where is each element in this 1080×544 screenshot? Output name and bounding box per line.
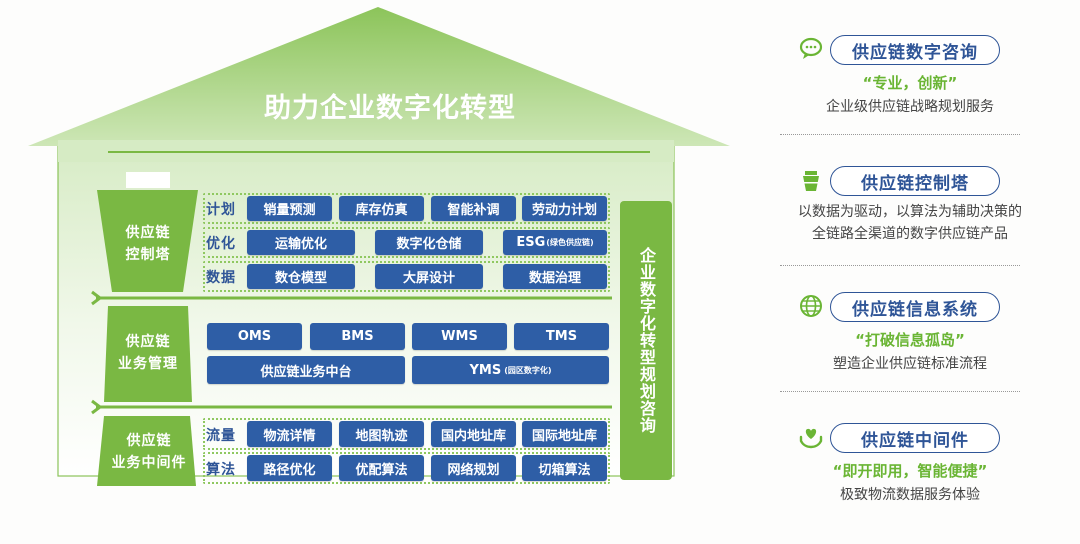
esg-sub: (绿色供应链) [546,238,594,247]
block-screen-design[interactable]: 大屏设计 [375,264,483,289]
block-yms[interactable]: YMS(园区数字化) [412,356,609,384]
tower-cap [126,172,170,188]
tier3-label-line2: 业务中间件 [111,455,187,471]
slogan-middleware: “即开即用，智能便捷” [832,462,988,480]
tier1-label-line1: 供应链 [125,225,171,241]
block-oms[interactable]: OMS [207,323,302,350]
slogan-info-system: “打破信息孤岛” [855,331,965,349]
chat-bubble-icon [799,37,823,59]
block-domestic-address[interactable]: 国内地址库 [431,421,516,447]
block-logistics-detail[interactable]: 物流详情 [247,421,332,447]
divider-arrow-2 [91,399,612,415]
desc-control-tower-1: 以数据为驱动，以算法为辅助决策的 [798,204,1022,220]
divider-arrow-1 [91,290,612,306]
separator [780,391,1020,392]
esg-main: ESG [516,235,546,250]
row-data-box [203,261,610,292]
row-label-algo: 算法 [206,462,236,478]
heart-hand-icon [799,428,823,449]
row-label-plan: 计划 [206,202,236,218]
pill-consulting[interactable]: 供应链数字咨询 [830,35,1000,65]
roof-title: 助力企业数字化转型 [264,93,516,124]
block-data-governance[interactable]: 数据治理 [503,264,607,289]
pill-info-system[interactable]: 供应链信息系统 [830,292,1000,322]
right-item-control-tower: 供应链控制塔 以数据为驱动，以算法为辅助决策的 全链路全渠道的数字供应链产品 [760,165,1060,280]
consulting-side-bar: 企业数字化转型规划咨询 [620,201,672,480]
yms-main: YMS [469,362,502,378]
block-smart-replenish[interactable]: 智能补调 [431,196,516,221]
desc-middleware: 极致物流数据服务体验 [840,487,980,503]
block-bms[interactable]: BMS [310,323,405,350]
slogan-consulting: “专业，创新” [862,74,958,92]
block-cartonization-algo[interactable]: 切箱算法 [522,455,607,481]
block-inventory-sim[interactable]: 库存仿真 [339,196,424,221]
consulting-side-bar-text: 企业数字化转型规划咨询 [637,247,656,434]
tier1-label: 供应链 控制塔 [103,222,193,266]
block-matching-algo[interactable]: 优配算法 [339,455,424,481]
separator [780,134,1020,135]
block-digital-warehouse[interactable]: 数字化仓储 [375,230,483,255]
row-plan-box [203,193,610,224]
pill-control-tower[interactable]: 供应链控制塔 [830,166,1000,196]
yms-sub: (园区数字化) [504,365,552,375]
right-item-consulting: 供应链数字咨询 “专业，创新” 企业级供应链战略规划服务 [760,34,1060,149]
block-map-track[interactable]: 地图轨迹 [339,421,424,447]
tier3-label: 供应链 业务中间件 [100,430,198,474]
row-label-data: 数据 [206,270,236,286]
row-algo-box [203,452,610,484]
tier1-label-line2: 控制塔 [125,247,171,263]
tier2-label-line2: 业务管理 [118,356,178,372]
tier3-label-line1: 供应链 [126,433,172,449]
pill-middleware[interactable]: 供应链中间件 [830,423,1000,453]
pillar-business-mgmt [104,306,192,402]
block-sales-forecast[interactable]: 销量预测 [247,196,332,221]
block-wms[interactable]: WMS [412,323,507,350]
right-item-middleware: 供应链中间件 “即开即用，智能便捷” 极致物流数据服务体验 [760,422,1060,532]
tower-icon [803,171,819,191]
block-business-midplatform[interactable]: 供应链业务中台 [207,356,405,384]
tier2-label-line1: 供应链 [125,334,171,350]
row-label-traffic: 流量 [206,428,236,444]
row-label-optimize: 优化 [206,236,236,252]
house-diagram: 助力企业数字化转型 供应链 控制塔 计划 优化 数据 销量预测 库存仿真 智能补… [28,7,730,486]
pillar-control-tower [97,190,198,292]
globe-icon [800,295,822,317]
block-esg[interactable]: ESG(绿色供应链) [503,230,607,255]
block-route-opt[interactable]: 路径优化 [247,455,332,481]
block-labor-plan[interactable]: 劳动力计划 [522,196,607,221]
block-tms[interactable]: TMS [514,323,609,350]
row-opt-box [203,227,610,258]
desc-control-tower-2: 全链路全渠道的数字供应链产品 [812,226,1008,242]
desc-info-system: 塑造企业供应链标准流程 [833,356,987,372]
pillar-middleware [97,416,196,486]
tier2-label: 供应链 业务管理 [103,331,193,375]
separator [780,265,1020,266]
house-roof [28,7,730,160]
block-intl-address[interactable]: 国际地址库 [522,421,607,447]
row-traffic-box [203,418,610,450]
block-network-plan[interactable]: 网络规划 [431,455,516,481]
block-transport-opt[interactable]: 运输优化 [247,230,355,255]
right-item-info-system: 供应链信息系统 “打破信息孤岛” 塑造企业供应链标准流程 [760,291,1060,406]
desc-consulting: 企业级供应链战略规划服务 [826,99,994,115]
block-dw-model[interactable]: 数仓模型 [247,264,355,289]
